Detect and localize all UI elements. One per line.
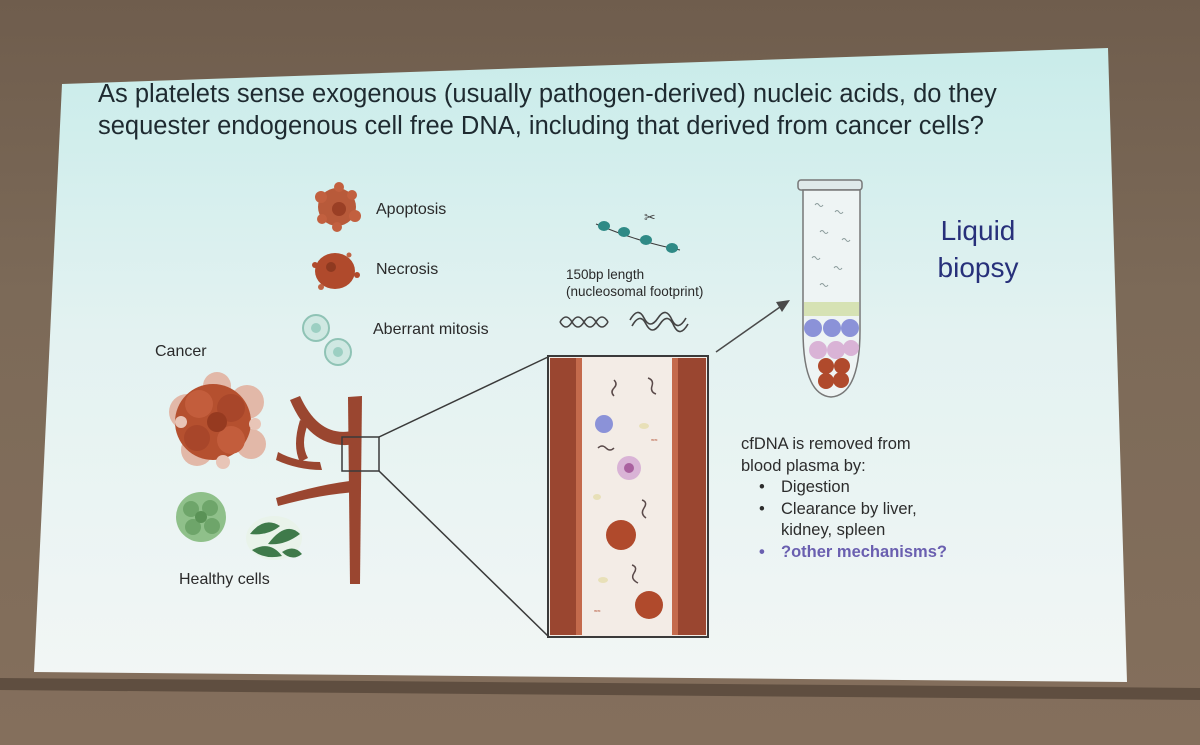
arrow-to-tube [715,300,790,353]
label-apoptosis: Apoptosis [376,201,447,218]
label-length-line-2: (nucleosomal footprint) [566,284,704,299]
title-line-1: As platelets sense exogenous (usually pa… [98,80,997,108]
removal-heading-2: blood plasma by: [741,456,866,475]
zoom-box [341,436,380,472]
slide-title: As platelets sense exogenous (usually pa… [98,78,1088,142]
removal-heading-1: cfDNA is removed from [741,435,911,453]
necrosis-cell-icon [312,252,360,290]
dna-fragments-icon [559,311,689,333]
removal-item-text: Digestion [781,478,850,496]
aberrant-mitosis-icon [302,314,352,366]
zoom-line-bottom [378,470,549,637]
zoom-line-top [378,356,549,438]
svg-text:≈≈: ≈≈ [594,609,601,615]
screen-bottom-edge [0,678,1200,700]
bullet-icon: • [759,499,765,518]
cfdna-removal-text: cfDNA is removed from blood plasma by: •… [741,434,947,563]
healthy-cells-icon [176,492,302,560]
list-item: • Clearance by liver, [757,499,947,521]
liquid-biopsy-line-1: Liquid [940,215,1016,246]
blood-vessel-tree [276,396,362,584]
label-length-line-1: 150bp length [566,267,645,282]
vessel-zoom-panel: ≈≈ ≈≈ [547,355,709,638]
blood-tube-icon [797,179,863,398]
removal-item-text: kidney, spleen [781,521,886,539]
liquid-biopsy-line-2: biopsy [937,252,1019,283]
label-healthy-cells: Healthy cells [179,571,270,588]
bullet-icon: • [759,542,765,561]
label-length: 150bp length (nucleosomal footprint) [566,266,703,300]
liquid-biopsy-label: Liquid biopsy [928,212,1028,286]
list-item-continuation: kidney, spleen [757,520,947,542]
bullet-icon: • [759,478,765,496]
list-item: • ?other mechanisms? [757,542,947,564]
removal-list: • Digestion • Clearance by liver, kidney, … [741,477,947,563]
removal-item-text: ?other mechanisms? [781,542,947,561]
list-item: • Digestion [757,477,947,499]
label-necrosis: Necrosis [376,261,439,278]
nucleosome-string-icon: ✂ [595,210,681,253]
label-cancer: Cancer [155,343,207,360]
removal-item-text: Clearance by liver, [781,499,917,518]
svg-text:≈≈: ≈≈ [651,438,658,444]
cancer-cell-cluster [169,372,266,469]
svg-text:✂: ✂ [644,210,656,226]
label-aberrant-mitosis: Aberrant mitosis [373,321,489,338]
title-line-2: sequester endogenous cell free DNA, incl… [98,112,984,140]
apoptosis-cell-icon [315,182,361,232]
